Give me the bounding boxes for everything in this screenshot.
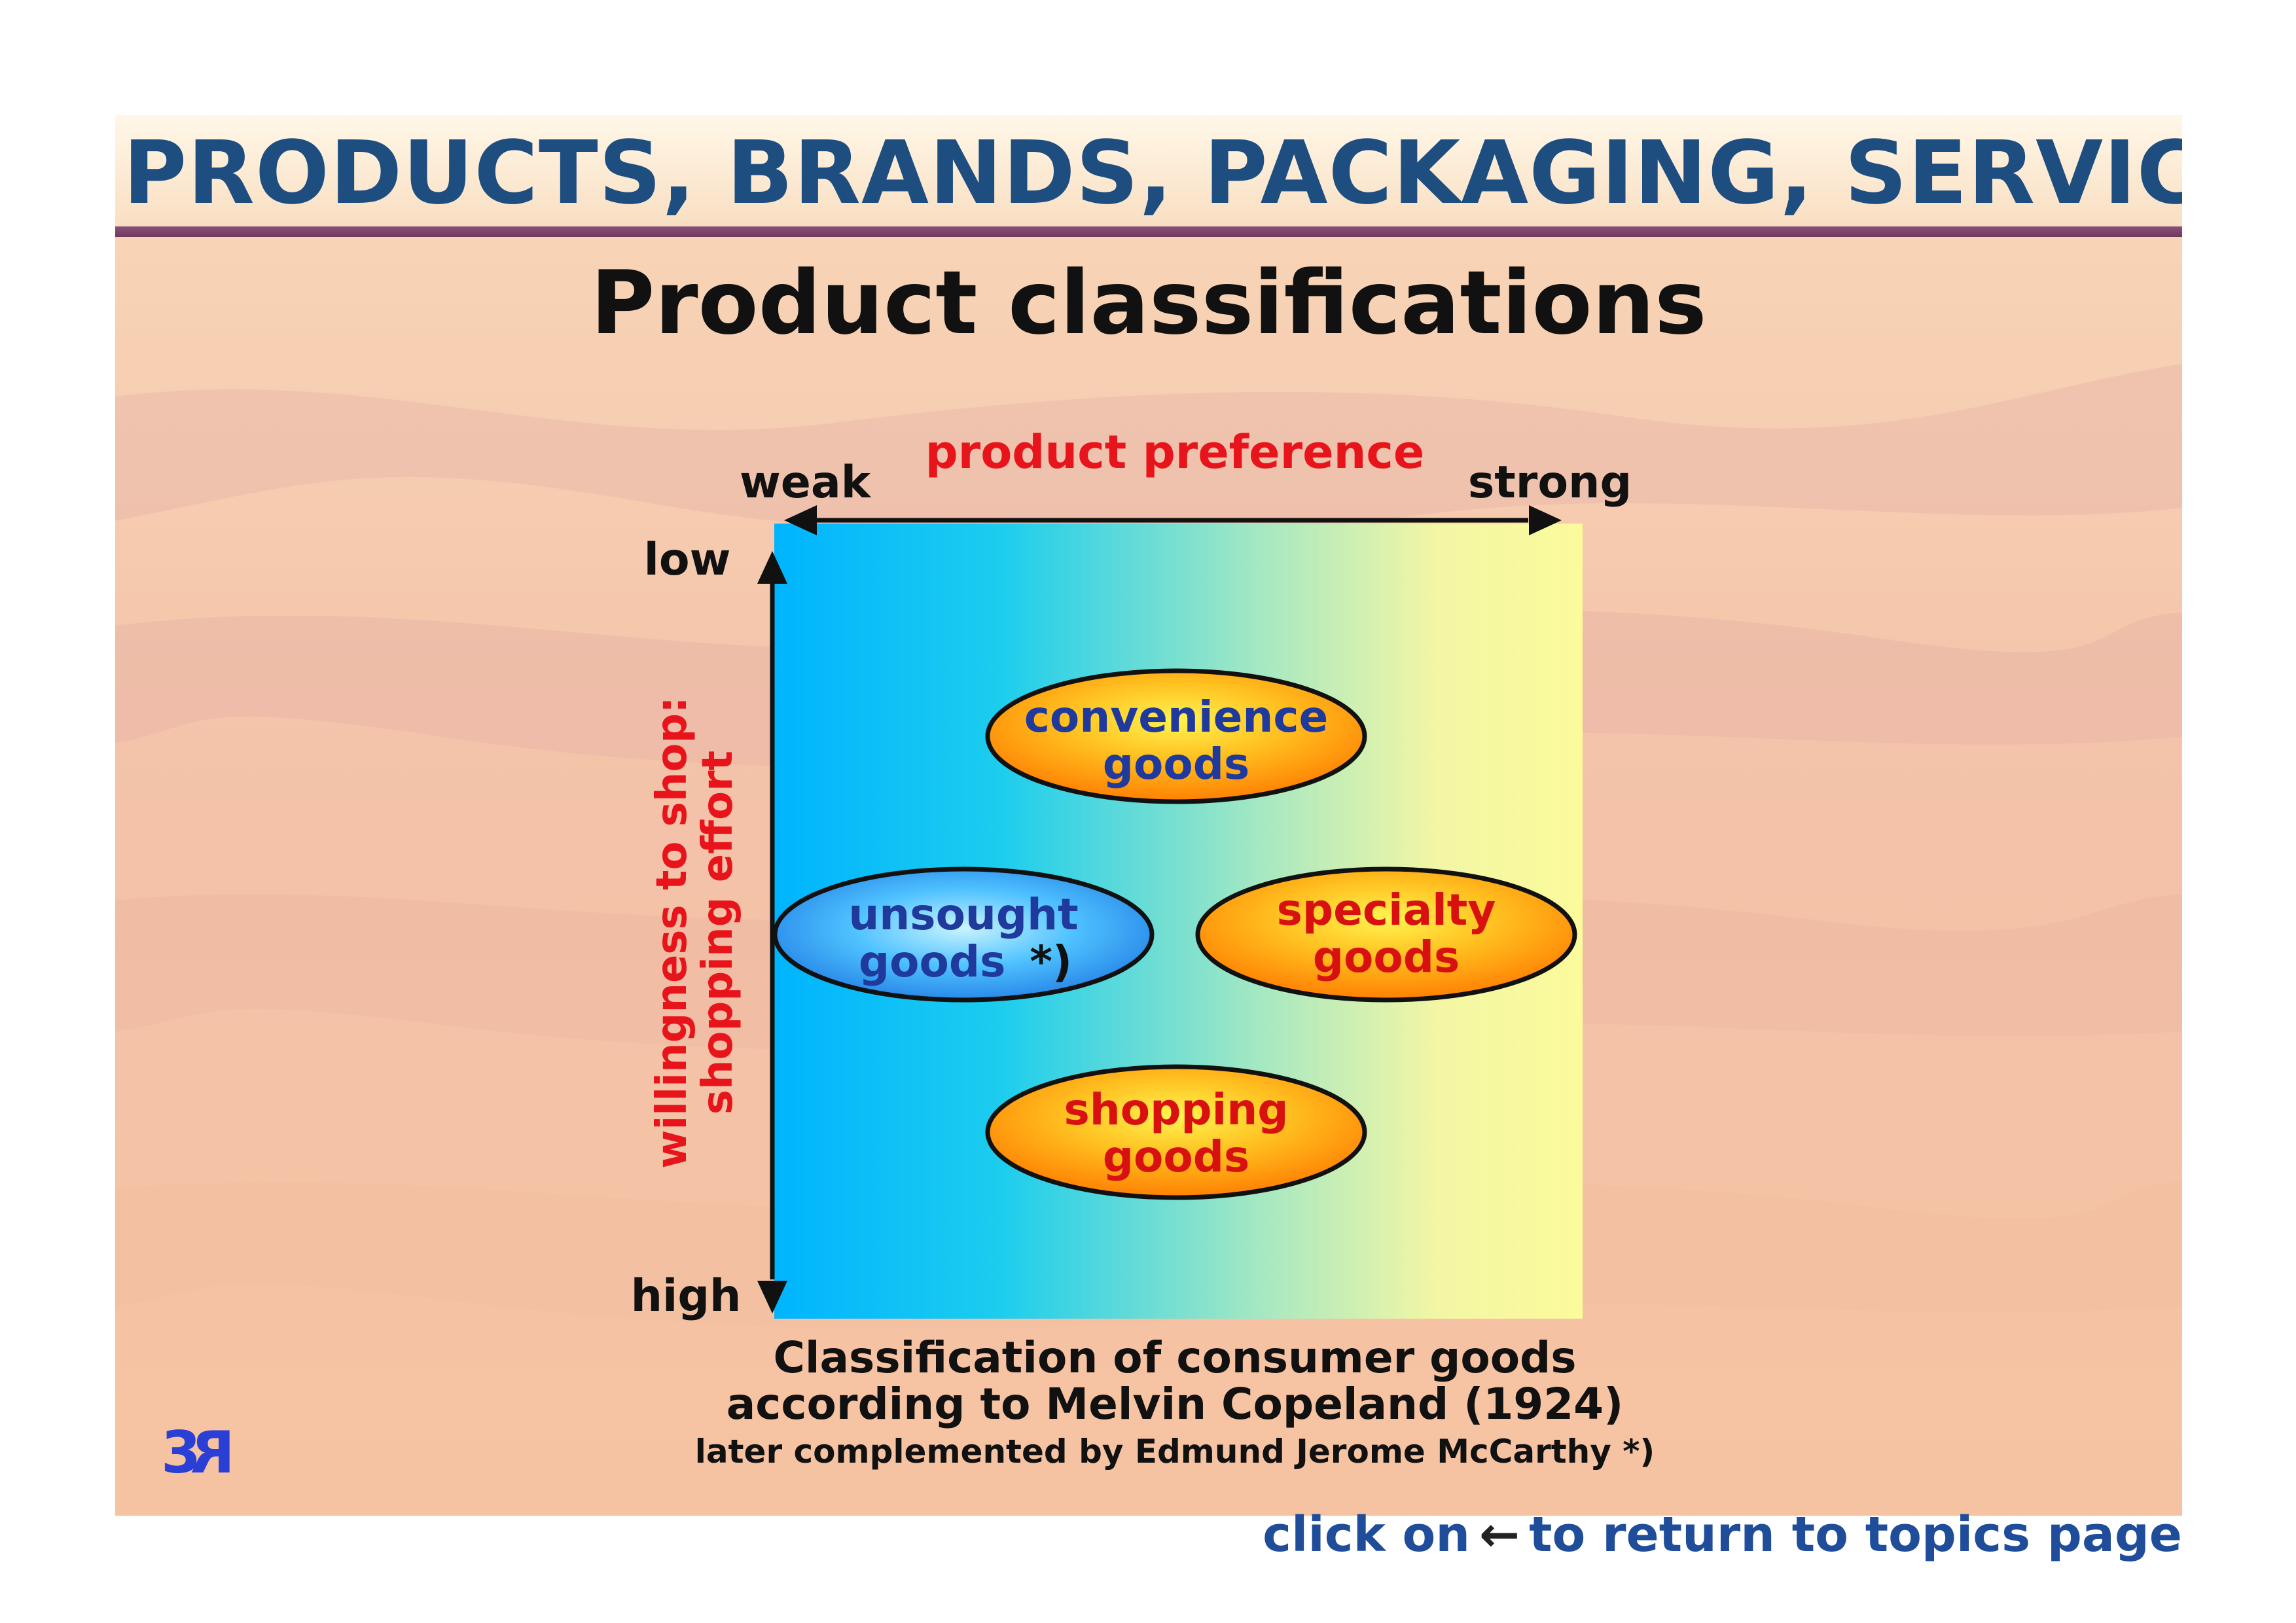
convenience-goods-ellipse	[985, 668, 1367, 804]
back-arrow-icon[interactable]: ←	[1479, 1507, 1520, 1563]
shopping-goods-label-line2: goods	[1103, 1132, 1249, 1182]
vertical-axis-arrow	[757, 551, 787, 1313]
svg-text:goods *): goods *)	[859, 936, 1072, 987]
convenience-goods-label-line1: convenience	[1024, 692, 1328, 742]
unsought-goods-label-line2: goods	[859, 936, 1005, 987]
convenience-goods: convenience goods	[985, 668, 1367, 804]
convenience-goods-label-line2: goods	[1103, 739, 1249, 789]
caption-line3: later complemented by Edmund Jerome McCa…	[695, 1433, 1655, 1471]
horizontal-axis-arrow	[784, 505, 1562, 535]
unsought-goods: unsought goods *)	[772, 866, 1155, 1003]
slide-title: Product classifications	[590, 252, 1707, 354]
y-axis-low: low	[644, 534, 731, 586]
shopping-goods: shopping goods	[985, 1064, 1367, 1200]
header-band	[115, 115, 2182, 226]
x-axis-label: product preference	[925, 425, 1425, 479]
unsought-goods-label-line1: unsought	[848, 889, 1078, 940]
return-to-topics-link[interactable]: click on←to return to topics page	[1263, 1510, 2182, 1559]
shopping-goods-label-line1: shopping	[1064, 1084, 1289, 1135]
shopping-goods-ellipse	[985, 1064, 1367, 1200]
y-axis-label-line1: willingness to shop:	[648, 696, 696, 1169]
y-axis-high: high	[631, 1270, 742, 1322]
header-divider	[115, 226, 2182, 237]
footer-suffix: to return to topics page	[1529, 1507, 2182, 1563]
3r-logo: 3R	[161, 1419, 235, 1486]
unsought-goods-footnote-mark: *)	[1030, 936, 1072, 987]
caption-line2: according to Melvin Copeland (1924)	[726, 1379, 1623, 1429]
y-axis-label-line2: shopping effort	[694, 751, 742, 1115]
footer-prefix: click on	[1263, 1507, 1471, 1563]
x-axis-weak: weak	[740, 457, 872, 508]
unsought-goods-ellipse	[772, 866, 1155, 1003]
specialty-goods-ellipse	[1195, 866, 1577, 1003]
x-axis-strong: strong	[1468, 457, 1632, 508]
specialty-goods-label-line2: goods	[1313, 932, 1460, 982]
y-axis-label: willingness to shop: shopping effort	[648, 696, 742, 1169]
specialty-goods-label-line1: specialty	[1277, 885, 1496, 935]
caption-line1: Classification of consumer goods	[773, 1332, 1576, 1383]
header-title: PRODUCTS, BRANDS, PACKAGING, SERVICE	[123, 123, 2182, 224]
specialty-goods: specialty goods	[1195, 866, 1577, 1003]
